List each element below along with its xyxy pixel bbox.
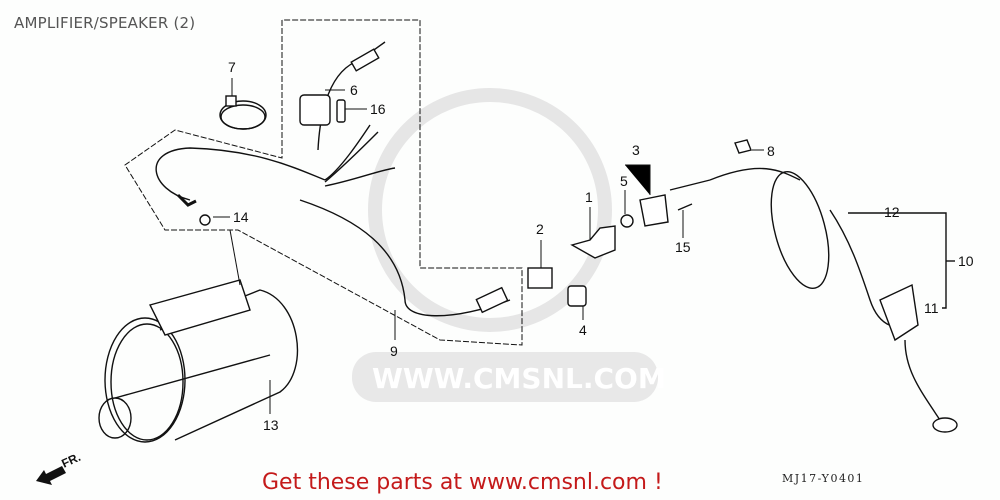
callout-5: 5 xyxy=(620,173,628,189)
callout-11: 11 xyxy=(924,300,939,316)
clamp-part-7 xyxy=(219,95,267,130)
diagram-code: MJ17-Y0401 xyxy=(782,472,865,485)
callout-12: 12 xyxy=(884,204,900,220)
diagram-title: AMPLIFIER/SPEAKER (2) xyxy=(14,14,196,32)
speaker-part-13 xyxy=(98,279,299,443)
callout-9: 9 xyxy=(390,343,398,359)
watermark: WWW.CMSNL.COM xyxy=(352,88,666,402)
callout-2: 2 xyxy=(536,221,544,237)
callout-4: 4 xyxy=(579,322,587,338)
svg-text:FR.: FR. xyxy=(59,450,82,471)
callout-16: 16 xyxy=(370,101,386,117)
callout-13: 13 xyxy=(263,417,279,433)
front-direction-arrow: FR. xyxy=(36,450,83,485)
microphone-parts xyxy=(770,170,958,433)
bracket-parts xyxy=(527,139,801,307)
callout-8: 8 xyxy=(767,143,775,159)
amplifier-harness xyxy=(155,41,511,317)
callout-1: 1 xyxy=(585,189,593,205)
callout-3: 3 xyxy=(632,142,640,158)
callout-7: 7 xyxy=(228,59,236,75)
boundary-lines xyxy=(124,19,523,346)
shop-link-banner[interactable]: Get these parts at www.cmsnl.com ! xyxy=(262,470,663,495)
callout-labels: 1 2 3 4 5 6 7 8 9 10 11 12 13 14 15 16 xyxy=(228,59,974,433)
callout-10: 10 xyxy=(958,253,974,269)
leader-lines xyxy=(213,78,764,414)
callout-6: 6 xyxy=(350,82,358,98)
callout-15: 15 xyxy=(675,239,691,255)
callout-14: 14 xyxy=(233,209,249,225)
watermark-text: WWW.CMSNL.COM xyxy=(372,362,666,395)
